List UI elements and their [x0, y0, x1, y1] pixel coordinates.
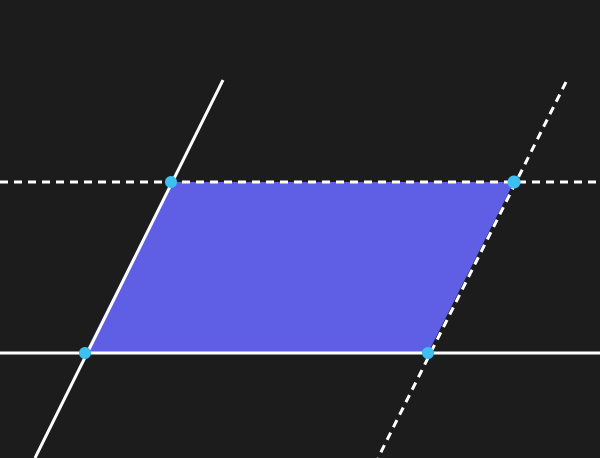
vertex-point-top-left[interactable] — [165, 176, 177, 188]
vertex-point-bottom-left[interactable] — [79, 347, 91, 359]
vertex-point-top-right[interactable] — [507, 175, 521, 189]
right-slanted-dashed-line — [376, 81, 568, 458]
vertex-point-bottom-right[interactable] — [422, 347, 434, 359]
parallelogram-fill — [85, 182, 514, 353]
left-slanted-line — [33, 79, 225, 458]
